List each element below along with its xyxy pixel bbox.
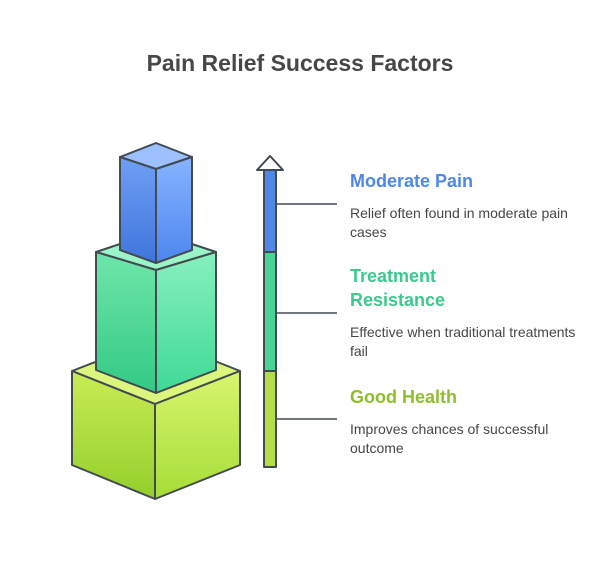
level-description-treatment-resistance: Effective when traditional treatments fa… [350,324,576,359]
level-label-treatment-resistance: Treatment Resistance [350,266,446,310]
level-label-good-health: Good Health [350,387,457,407]
level-description-good-health: Improves chances of successful outcome [350,421,549,456]
arrow-segment-good-health [263,370,277,468]
level-description-moderate-pain: Relief often found in moderate pain case… [350,205,568,240]
arrow-segment-treatment-resistance [263,251,277,372]
arrow-head-icon [256,155,284,171]
level-label-moderate-pain: Moderate Pain [350,171,474,191]
diagram-title: Pain Relief Success Factors [146,50,454,76]
green-cube [95,231,217,394]
progress-arrow [256,155,284,468]
arrow-segment-moderate-pain [263,169,277,253]
blue-cube [119,142,193,264]
